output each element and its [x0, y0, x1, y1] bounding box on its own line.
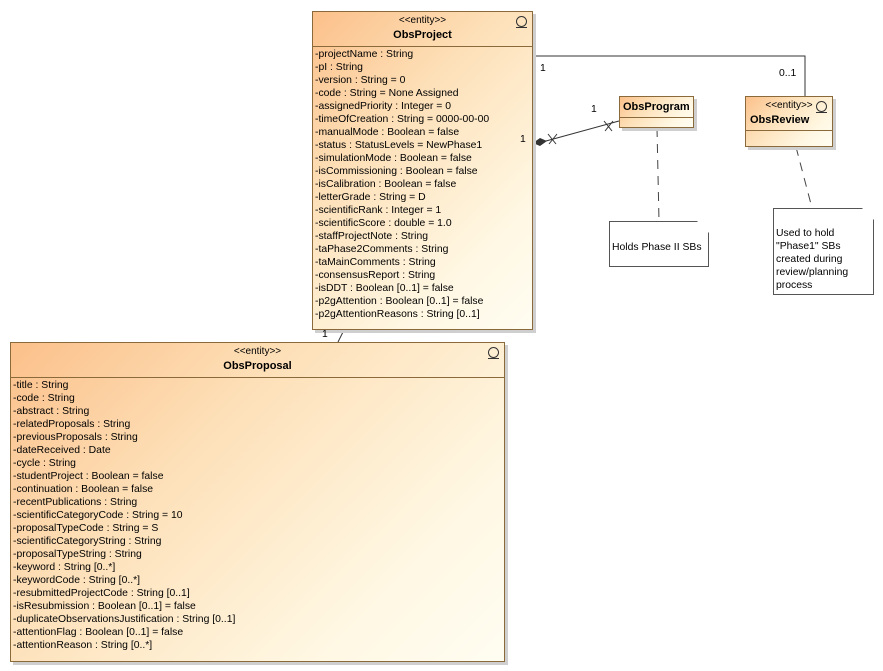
- attribute-row: -scientificCategoryCode : String = 10: [13, 510, 183, 521]
- non-navigable-x-project: [548, 133, 558, 145]
- attribute-row: -scientificCategoryString : String: [13, 536, 162, 547]
- attribute-row: -keyword : String [0..*]: [13, 562, 116, 573]
- note-text: Holds Phase II SBs: [612, 241, 702, 254]
- attribute-row: -proposalTypeString : String: [13, 549, 142, 560]
- obsreview-header: <<entity>> ObsReview: [746, 97, 832, 131]
- entity-icon: [488, 347, 499, 359]
- attribute-row: -consensusReport : String: [315, 270, 436, 281]
- attribute-row: -resubmittedProjectCode : String [0..1]: [13, 588, 190, 599]
- attribute-row: -keywordCode : String [0..*]: [13, 575, 141, 586]
- stereotype-label: <<entity>>: [765, 100, 813, 111]
- attribute-row: -timeOfCreation : String = 0000-00-00: [315, 114, 490, 125]
- composition-diamond: [533, 138, 547, 146]
- attribute-row: -isDDT : Boolean [0..1] = false: [315, 283, 454, 294]
- non-navigable-x-program: [604, 120, 614, 132]
- attribute-row: -isResubmission : Boolean [0..1] = false: [13, 601, 196, 612]
- attribute-row: -studentProject : Boolean = false: [13, 471, 164, 482]
- note-line: created during: [776, 254, 843, 265]
- attribute-row: -taPhase2Comments : String: [315, 244, 449, 255]
- attribute-row: -p2gAttention : Boolean [0..1] = false: [315, 296, 484, 307]
- obsprogram-class[interactable]: ObsProgram: [619, 96, 694, 128]
- attribute-row: -cycle : String: [13, 458, 76, 469]
- non-navigable-x-project: [547, 133, 557, 145]
- attribute-row: -assignedPriority : Integer = 0: [315, 101, 452, 112]
- attribute-row: -code : String = None Assigned: [315, 88, 459, 99]
- attribute-row: -taMainComments : String: [315, 257, 436, 268]
- multiplicity-label: 1: [591, 104, 597, 115]
- attribute-row: -title : String: [13, 380, 69, 391]
- attribute-row: -abstract : String: [13, 406, 90, 417]
- class-name: ObsReview: [750, 114, 810, 126]
- project-proposal-association: [337, 329, 345, 343]
- attribute-row: -attentionFlag : Boolean [0..1] = false: [13, 627, 184, 638]
- attribute-row: -previousProposals : String: [13, 432, 138, 443]
- attribute-row: -status : StatusLevels = NewPhase1: [315, 140, 483, 151]
- attribute-row: -pI : String: [315, 62, 363, 73]
- project-review-association: [533, 55, 806, 96]
- multiplicity-label: 1: [540, 63, 546, 74]
- attribute-row: -letterGrade : String = D: [315, 192, 426, 203]
- attribute-row: -relatedProposals : String: [13, 419, 131, 430]
- attribute-row: -manualMode : Boolean = false: [315, 127, 460, 138]
- attribute-row: -dateReceived : Date: [13, 445, 111, 456]
- attribute-row: -code : String: [13, 393, 75, 404]
- multiplicity-label: 1: [322, 329, 328, 340]
- multiplicity-label: 0..1: [779, 68, 797, 79]
- class-name: ObsProposal: [223, 360, 292, 372]
- review-note[interactable]: Used to hold "Phase1" SBs created during re…: [773, 208, 874, 295]
- attribute-row: -scientificRank : Integer = 1: [315, 205, 442, 216]
- program-note[interactable]: Holds Phase II SBs: [609, 221, 709, 267]
- class-name: ObsProgram: [623, 101, 690, 113]
- attribute-row: -isCommissioning : Boolean = false: [315, 166, 478, 177]
- note-line: Used to hold: [776, 228, 835, 239]
- attribute-row: -attentionReason : String [0..*]: [13, 640, 153, 651]
- attribute-row: -p2gAttentionReasons : String [0..1]: [315, 309, 480, 320]
- attribute-row: -scientificScore : double = 1.0: [315, 218, 452, 229]
- attribute-row: -recentPublications : String: [13, 497, 138, 508]
- attribute-row: -continuation : Boolean = false: [13, 484, 154, 495]
- stereotype-label: <<entity>>: [398, 15, 447, 26]
- note-line: review/planning: [776, 267, 849, 278]
- review-note-anchor: [795, 146, 813, 209]
- note-text: Used to hold "Phase1" SBs created during re…: [776, 227, 848, 292]
- entity-icon: [816, 101, 827, 113]
- attribute-row: -duplicateObservationsJustification : St…: [13, 614, 236, 625]
- obsproposal-class[interactable]: <<entity>> ObsProposal -title : String -c…: [10, 342, 505, 662]
- obsproject-attributes: -projectName : String -pI : String -versio…: [313, 47, 532, 321]
- attribute-row: -isCalibration : Boolean = false: [315, 179, 457, 190]
- obsreview-class[interactable]: <<entity>> ObsReview: [745, 96, 833, 147]
- program-note-anchor: [656, 127, 660, 222]
- multiplicity-label: 1: [520, 134, 526, 145]
- stereotype-label: <<entity>>: [233, 346, 282, 357]
- project-program-composition: [545, 120, 620, 142]
- obsproposal-header: <<entity>> ObsProposal: [11, 343, 504, 378]
- non-navigable-x-program: [603, 120, 613, 132]
- attribute-row: -proposalTypeCode : String = S: [13, 523, 159, 534]
- note-line: "Phase1" SBs: [776, 241, 841, 252]
- note-line: Holds Phase II SBs: [612, 242, 702, 253]
- obsproject-class[interactable]: <<entity>> ObsProject -projectName : Str…: [312, 11, 533, 330]
- attribute-row: -version : String = 0: [315, 75, 406, 86]
- class-name: ObsProject: [393, 29, 452, 41]
- obsproposal-attributes: -title : String -code : String -abstract :…: [11, 378, 504, 652]
- attribute-row: -projectName : String: [315, 49, 414, 60]
- attribute-row: -simulationMode : Boolean = false: [315, 153, 472, 164]
- attribute-row: -staffProjectNote : String: [315, 231, 428, 242]
- obsprogram-header: ObsProgram: [620, 97, 693, 118]
- note-line: process: [776, 280, 813, 291]
- obsproject-header: <<entity>> ObsProject: [313, 12, 532, 47]
- entity-icon: [516, 16, 527, 28]
